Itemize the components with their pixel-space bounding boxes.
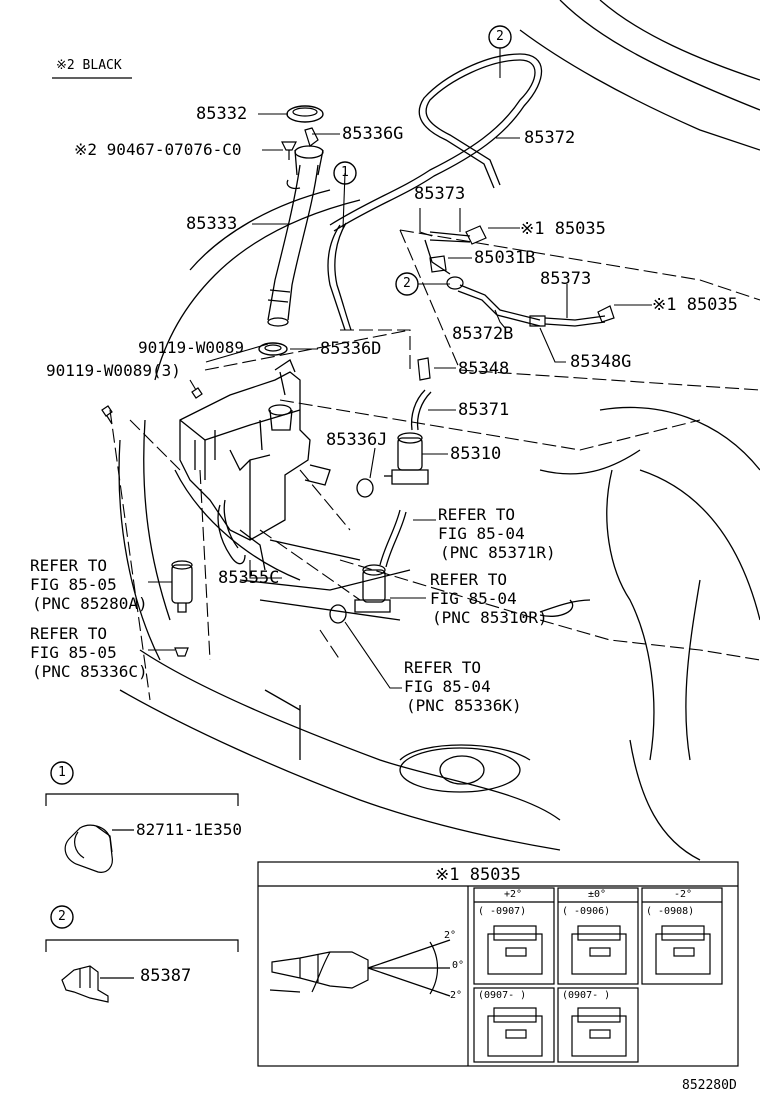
part-85336J: 85336J <box>326 430 388 450</box>
refer-3-line3: (PNC 85310R) <box>432 608 548 627</box>
part-85336D: 85336D <box>320 339 382 359</box>
car-body-outline <box>118 0 760 861</box>
part-85035-upper: ※1 85035 <box>520 219 606 239</box>
refer-2-line1: REFER TO <box>30 556 108 575</box>
angle-scale-down: -2° <box>444 990 463 1001</box>
grommet-85336D <box>258 342 288 356</box>
dashed-guides <box>109 229 760 701</box>
connector-85348 <box>417 357 431 381</box>
part-85332: 85332 <box>196 104 248 124</box>
note-black: ※2 BLACK <box>56 58 122 73</box>
washer-hoses <box>327 53 606 613</box>
refer-1-line1: REFER TO <box>438 505 516 524</box>
callout-2-hose: 2 <box>403 276 411 291</box>
figure-code: 852280D <box>682 1078 737 1093</box>
part-85355C: 85355C <box>218 568 280 588</box>
clip-85336G <box>304 127 319 147</box>
col-angle-down: -2° <box>674 889 693 900</box>
part-82711: 82711-1E350 <box>136 820 242 839</box>
part-90119-triple: 90119-W0089(3) <box>46 361 181 380</box>
refer-4-line2: FIG 85-05 <box>30 643 117 662</box>
filler-pipe <box>267 145 324 327</box>
date-range-a: ( -0907) <box>478 906 527 917</box>
washer-reservoir <box>179 359 331 571</box>
washer-pump-85310R <box>354 564 391 613</box>
refer-2-line2: FIG 85-05 <box>30 575 117 594</box>
col-angle-zero: ±0° <box>588 889 607 900</box>
part-90119-single: 90119-W0089 <box>138 338 244 357</box>
callout-circles <box>50 25 512 929</box>
rivet-90467 <box>281 141 297 160</box>
nozzle-detail-box <box>257 861 739 1067</box>
inset-clip-2 <box>45 939 239 1003</box>
part-85348: 85348 <box>458 359 510 379</box>
refer-3-line1: REFER TO <box>430 570 508 589</box>
date-range-d: (0907- ) <box>478 990 527 1001</box>
part-85372B: 85372B <box>452 324 514 344</box>
part-85373-upper: 85373 <box>414 184 466 204</box>
part-85031B: 85031B <box>474 248 536 268</box>
angle-scale-zero: 0° <box>452 960 465 971</box>
grommet-85336D-inner <box>264 344 282 352</box>
refer-5-line2: FIG 85-04 <box>404 677 491 696</box>
part-85371: 85371 <box>458 400 510 420</box>
refer-1-line3: (PNC 85371R) <box>440 543 556 562</box>
callout-2-inset: 2 <box>58 909 66 924</box>
cap-85332-inner <box>292 107 318 117</box>
part-85310: 85310 <box>450 444 502 464</box>
bolt-a <box>191 387 203 399</box>
refer-4-line1: REFER TO <box>30 624 108 643</box>
grommet-85336K <box>329 604 347 624</box>
col-angle-up: +2° <box>504 889 523 900</box>
date-range-e: (0907- ) <box>562 990 611 1001</box>
refer-3-line2: FIG 85-04 <box>430 589 517 608</box>
date-range-b: ( -0906) <box>562 906 611 917</box>
part-85336G: 85336G <box>342 124 404 144</box>
callout-1-hose: 1 <box>341 165 349 180</box>
date-range-c: ( -0908) <box>646 906 695 917</box>
part-85373-lower: 85373 <box>540 269 592 289</box>
grommet-85336J <box>356 478 374 498</box>
grommet-85336C <box>174 647 189 657</box>
angle-scale-up: 2° <box>444 930 457 941</box>
washer-motor-85280A <box>171 560 193 613</box>
callout-2-top: 2 <box>496 29 504 44</box>
refer-2-line3: (PNC 85280A) <box>32 594 148 613</box>
bolt-b <box>101 405 113 425</box>
detail-box-title: ※1 85035 <box>435 865 521 885</box>
leader-lines <box>148 48 652 689</box>
part-85387: 85387 <box>140 966 192 986</box>
part-90467: ※2 90467-07076-C0 <box>74 140 242 159</box>
part-85372: 85372 <box>524 128 576 148</box>
refer-5-line3: (PNC 85336K) <box>406 696 522 715</box>
part-85348G: 85348G <box>570 352 632 372</box>
part-85333: 85333 <box>186 214 238 234</box>
inset-clamp-1 <box>45 793 239 873</box>
refer-1-line2: FIG 85-04 <box>438 524 525 543</box>
washer-nozzles <box>429 225 615 327</box>
refer-4-line3: (PNC 85336C) <box>32 662 148 681</box>
part-85035-lower: ※1 85035 <box>652 295 738 315</box>
refer-5-line1: REFER TO <box>404 658 482 677</box>
washer-pump-85310 <box>384 432 429 485</box>
callout-1-inset: 1 <box>58 765 66 780</box>
